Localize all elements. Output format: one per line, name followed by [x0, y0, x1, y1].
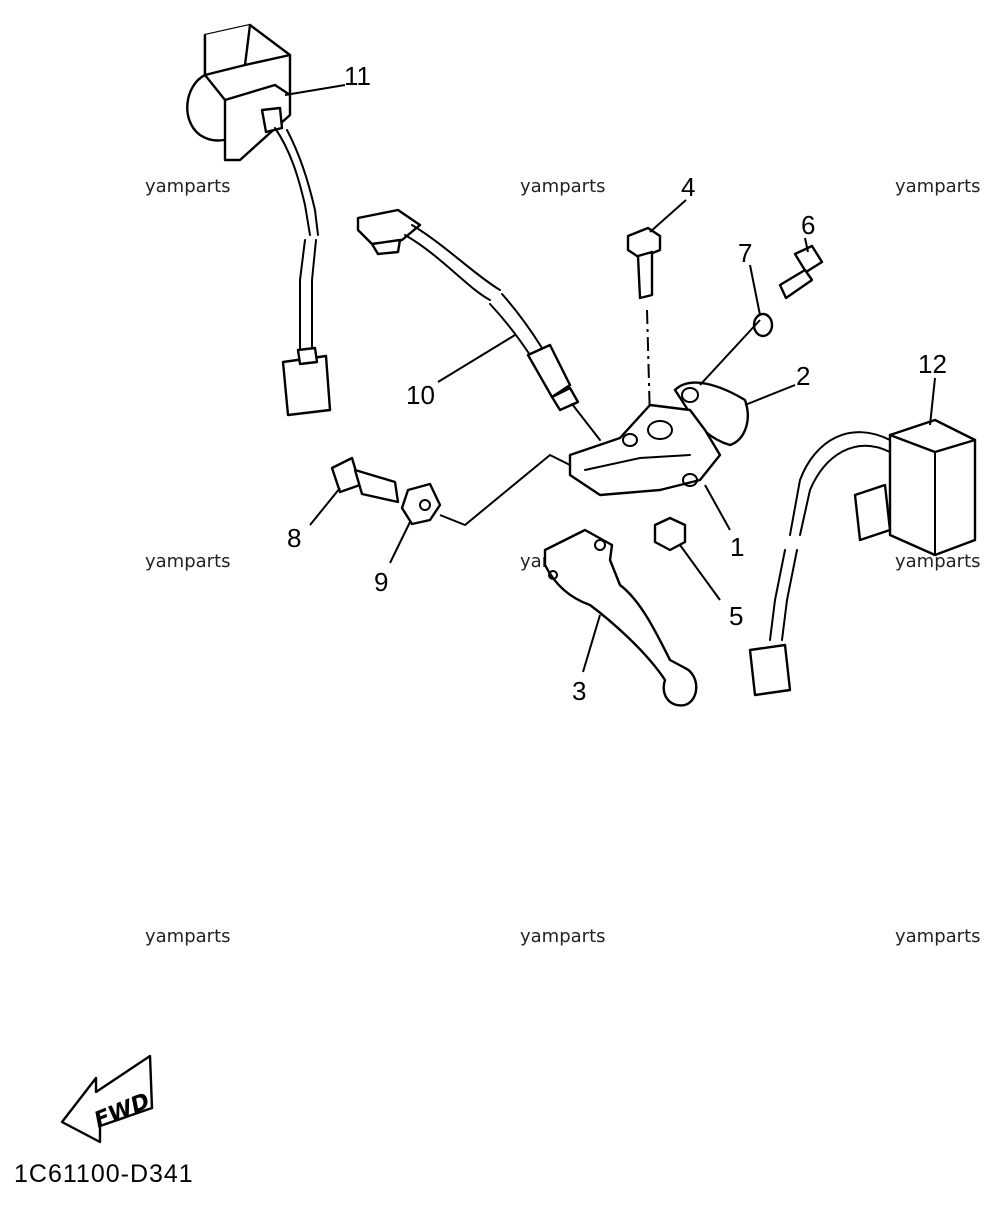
callout-7: 7: [738, 238, 752, 268]
part-6-screw: [778, 244, 824, 300]
callout-10: 10: [406, 380, 435, 410]
part-4-bolt: [626, 226, 662, 421]
callout-3: 3: [572, 676, 586, 706]
watermark: yamparts: [520, 176, 606, 197]
part-1-lever-holder: [568, 403, 722, 497]
watermark: yamparts: [895, 551, 981, 572]
callout-11: 11: [344, 61, 371, 91]
part-11-switch: [186, 23, 332, 417]
diagram-code: 1C61100-D341: [14, 1160, 194, 1188]
callout-5: 5: [729, 601, 743, 631]
callout-4: 4: [681, 172, 695, 202]
fwd-arrow-icon: [60, 1054, 154, 1144]
watermark: yamparts: [895, 926, 981, 947]
watermark: yamparts: [145, 176, 231, 197]
watermark: yamparts: [895, 176, 981, 197]
part-12-switch: [748, 418, 977, 697]
callout-2: 2: [796, 361, 810, 391]
part-7-washer: [752, 312, 774, 338]
part-9-adjuster-nut: [400, 482, 442, 526]
watermark: yamparts: [145, 926, 231, 947]
watermark: yamparts: [520, 926, 606, 947]
part-5-nut: [653, 516, 687, 552]
part-3-lever: [543, 528, 698, 707]
fwd-arrow: FWD: [60, 1054, 154, 1144]
callout-1: 1: [730, 532, 744, 562]
leader-lines: [284, 84, 936, 673]
callout-9: 9: [374, 567, 388, 597]
callout-12: 12: [918, 349, 947, 379]
watermarks: yamparts yamparts yamparts yamparts yamp…: [145, 176, 981, 947]
watermark: yamparts: [145, 551, 231, 572]
callout-6: 6: [801, 210, 815, 240]
assembly-line-9: [439, 453, 571, 527]
callout-8: 8: [287, 523, 301, 553]
part-8-adjuster: [330, 456, 400, 504]
part-10-clutch-switch: [356, 208, 601, 441]
callouts: 1 2 3 4 5 6 7 8 9 10 11 12: [287, 61, 947, 706]
